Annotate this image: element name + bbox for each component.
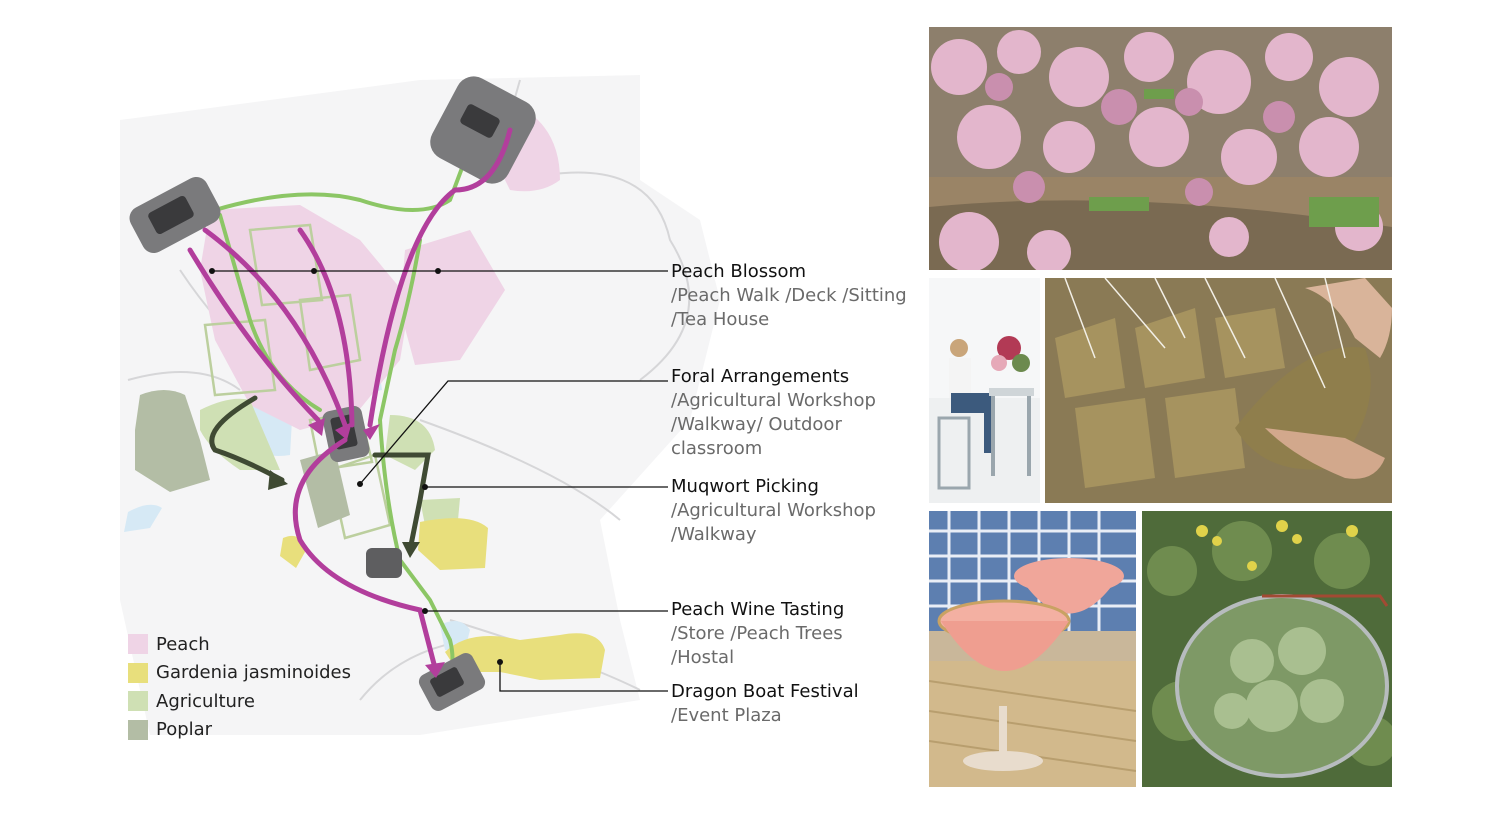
callout-line: /Agricultural Workshop [671,500,876,521]
callout-line: /Walkway [671,524,757,545]
callout-title: Peach Blossom [671,261,807,282]
visitor-routes [187,127,513,671]
legend-label: Poplar [156,719,213,741]
callout-title: Foral Arrangements [671,366,850,387]
mugwort-photo [1142,511,1392,787]
legend-swatch [128,691,148,712]
legend-item-poplar: Poplar [128,716,351,745]
site-map [124,76,691,711]
zongzi-photo [1045,278,1392,503]
callout-peach-wine-tasting: Peach Wine Tasting /Store /Peach Trees /… [671,598,844,670]
callout-line: /Event Plaza [671,705,782,726]
callout-line: /Tea House [671,309,770,330]
peach-orchard-photo [929,27,1392,270]
callout-line: /Walkway/ Outdoor [671,414,842,435]
dark-arrowheads [268,470,420,558]
legend-swatch [128,634,148,655]
callout-line: classroom [671,438,763,459]
map-legend: Peach Gardenia jasminoides Agriculture P… [128,630,351,744]
florist-photo [929,278,1040,503]
legend-item-peach: Peach [128,630,351,659]
callout-dragon-boat-festival: Dragon Boat Festival /Event Plaza [671,680,859,728]
legend-swatch [128,662,148,683]
callout-title: Dragon Boat Festival [671,681,859,702]
peach-wine-photo [929,511,1136,787]
legend-item-agriculture: Agriculture [128,687,351,716]
callout-title: Muqwort Picking [671,476,819,497]
legend-label: Gardenia jasminoides [156,662,351,684]
callout-muqwort-picking: Muqwort Picking /Agricultural Workshop /… [671,475,876,547]
callout-line: /Hostal [671,647,735,668]
legend-item-gardenia: Gardenia jasminoides [128,659,351,688]
legend-label: Agriculture [156,690,255,712]
callout-line: /Store /Peach Trees [671,623,843,644]
callout-title: Peach Wine Tasting [671,599,845,620]
callout-line: /Agricultural Workshop [671,390,876,411]
dark-arrows [209,395,431,553]
leader-dots [209,268,503,665]
legend-swatch [128,719,148,740]
legend-label: Peach [156,633,210,655]
route-arrowheads [308,418,445,678]
callout-floral-arrangements: Foral Arrangements /Agricultural Worksho… [671,365,876,461]
gardenia-zones [280,518,605,680]
callout-peach-blossom: Peach Blossom /Peach Walk /Deck /Sitting… [671,260,907,332]
callout-line: /Peach Walk /Deck /Sitting [671,285,907,306]
